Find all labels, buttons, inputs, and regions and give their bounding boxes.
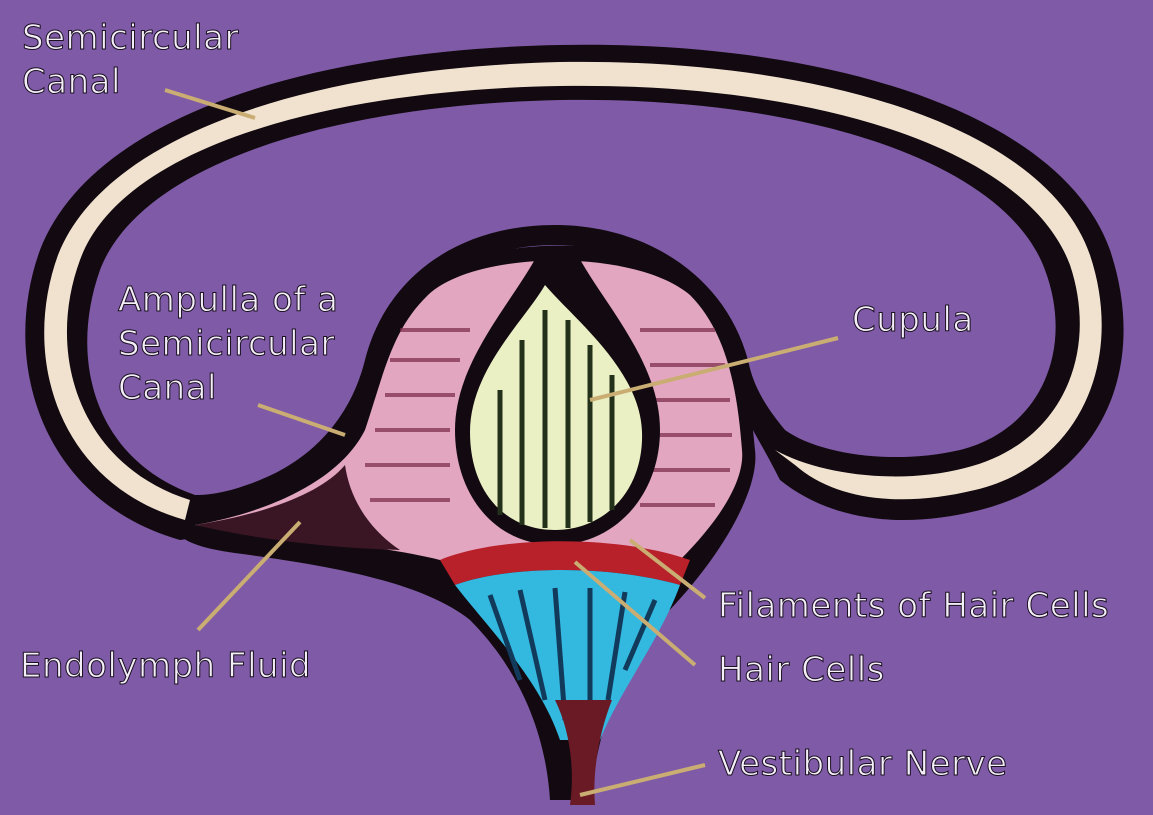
label-ampulla-line-2: Semicircular — [118, 322, 338, 366]
leader-nerve — [580, 765, 705, 795]
label-semicircular-canal-line-2: Canal — [22, 60, 239, 104]
label-hair-cells: Hair Cells — [718, 648, 885, 692]
label-vestibular-nerve: Vestibular Nerve — [718, 742, 1008, 786]
label-ampulla-line-1: Ampulla of a — [118, 278, 338, 322]
label-cupula: Cupula — [852, 298, 974, 342]
label-semicircular-canal: Semicircular Canal — [22, 16, 239, 104]
label-ampulla: Ampulla of a Semicircular Canal — [118, 278, 338, 410]
label-filaments: Filaments of Hair Cells — [718, 584, 1109, 628]
label-semicircular-canal-line-1: Semicircular — [22, 16, 239, 60]
label-ampulla-line-3: Canal — [118, 366, 338, 410]
label-endolymph-fluid: Endolymph Fluid — [20, 644, 311, 688]
